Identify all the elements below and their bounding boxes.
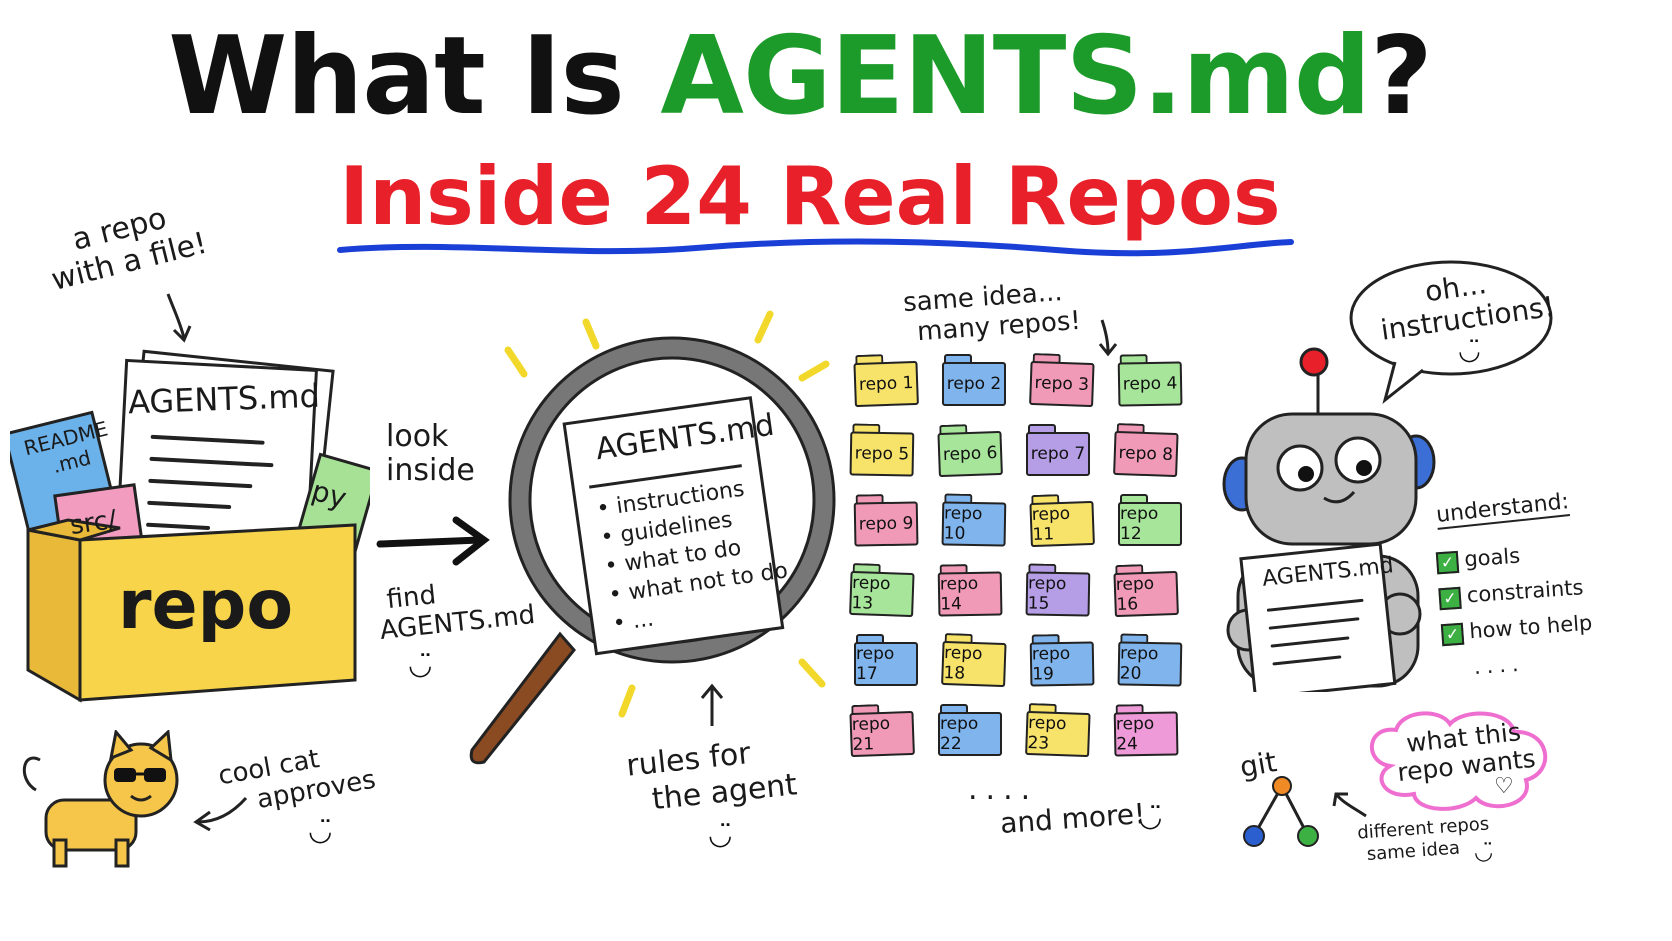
look-line-2: inside (386, 453, 475, 488)
repo-folder-label: repo 12 (1118, 502, 1182, 546)
checkbox-checked-icon: ✓ (1438, 586, 1462, 611)
box-label: repo (118, 566, 294, 645)
repo-folder-label: repo 1 (853, 360, 919, 408)
magnifying-glass-icon (469, 310, 836, 765)
up-arrow-icon (700, 683, 724, 726)
small-arrow-icon (1332, 792, 1367, 818)
repo-folder-label: repo 11 (1029, 500, 1095, 548)
repos-dots: .... (968, 772, 1039, 807)
repo-folder-label: repo 9 (853, 501, 919, 547)
pink-cloud (1370, 711, 1548, 811)
repo-folder-label: repo 22 (938, 712, 1002, 756)
look-inside-note: look inside (386, 420, 475, 488)
repo-folder-label: repo 18 (941, 640, 1007, 688)
repo-folder: repo 21 (849, 703, 915, 758)
title-part-2: AGENTS.md (660, 14, 1371, 139)
repo-folder-label: repo 15 (1025, 571, 1091, 617)
repo-folder: repo 12 (1118, 494, 1182, 546)
left-arrow-icon (193, 797, 248, 832)
repo-folder-label: repo 6 (937, 430, 1003, 478)
repo-folder-label: repo 16 (1113, 570, 1179, 618)
magnifier-doc-list: • instructions • guidelines • what to do… (595, 470, 794, 639)
robot-illustration (1222, 347, 1436, 692)
repo-folder: repo 9 (853, 493, 919, 547)
repo-folder: repo 14 (937, 563, 1003, 617)
checkbox-checked-icon: ✓ (1440, 622, 1465, 647)
repo-folder: repo 10 (941, 493, 1007, 547)
repo-folder: repo 23 (1025, 702, 1091, 758)
look-line-1: look (386, 419, 449, 454)
repo-folder: repo 6 (937, 423, 1003, 478)
repo-folder: repo 11 (1029, 493, 1095, 548)
repo-folder: repo 3 (1029, 352, 1095, 408)
repo-folder-label: repo 19 (1029, 641, 1095, 687)
repo-folder-label: repo 10 (941, 501, 1007, 547)
file-agents-label: AGENTS.md (127, 376, 321, 422)
repo-folder-grid: repo 1 repo 2 repo 3 repo 4 repo 5 repo 6 repo… (849, 352, 1212, 774)
speech-bubble (1349, 260, 1553, 404)
repo-folder-label: repo 7 (1026, 432, 1090, 476)
rules-smiley-icon: ◡̈ (708, 818, 733, 851)
repos-down-arrow-icon (1098, 319, 1118, 357)
repo-folder-label: repo 24 (1113, 711, 1179, 757)
repo-folder: repo 4 (1117, 353, 1183, 407)
git-branch-icon (1243, 776, 1319, 847)
cool-cat-icon (22, 730, 179, 868)
understand-label: understand: (1434, 489, 1571, 530)
repo-folder: repo 16 (1113, 563, 1179, 618)
right-arrow-icon (376, 516, 490, 566)
main-title: What Is AGENTS.md? (0, 14, 1600, 139)
repo-folder: repo 20 (1117, 633, 1183, 687)
title-part-1: What Is (168, 14, 661, 139)
repo-folder: repo 5 (849, 423, 915, 477)
repo-folder-label: repo 4 (1117, 361, 1183, 407)
repo-folder-label: repo 2 (942, 362, 1006, 406)
repo-folder-label: repo 20 (1117, 641, 1183, 687)
repo-folder: repo 18 (941, 632, 1007, 688)
blue-wavy-underline (337, 238, 1294, 257)
understand-checklist: ✓goals ✓constraints ✓how to help .... (1435, 533, 1596, 687)
cat-smiley-icon: ◡̈ (308, 814, 333, 847)
repo-folder-label: repo 3 (1029, 360, 1095, 408)
repo-folder-label: repo 23 (1025, 710, 1091, 758)
repo-folder-label: repo 5 (849, 431, 915, 477)
repo-note: a repo with a file! (40, 194, 211, 298)
bubble-smiley-icon: ◡̈ (1458, 336, 1481, 366)
repo-folder: repo 7 (1026, 424, 1090, 476)
more-smiley-icon: ◡̈ (1138, 800, 1163, 833)
repo-box-illustration (10, 349, 370, 703)
checkbox-checked-icon: ✓ (1435, 550, 1460, 575)
down-arrow-icon (166, 293, 192, 343)
repo-folder: repo 24 (1113, 703, 1179, 757)
repo-folder: repo 22 (938, 704, 1002, 756)
repo-folder: repo 8 (1113, 422, 1179, 478)
repo-folder: repo 1 (853, 353, 919, 408)
repo-folder-label: repo 14 (937, 571, 1003, 617)
repo-folder: repo 2 (942, 354, 1006, 406)
subtitle: Inside 24 Real Repos (339, 150, 1281, 243)
repo-folder-label: repo 21 (849, 710, 915, 758)
repos-note: same idea... many repos! (902, 276, 1082, 348)
repo-folder-label: repo 8 (1113, 430, 1179, 478)
different-repos-note: different repos same idea (1357, 813, 1492, 866)
smiley-icon: ◡̈ (408, 648, 433, 681)
repo-folder: repo 17 (854, 634, 918, 686)
title-part-3: ? (1370, 14, 1433, 139)
diff-smiley-icon: ◡̈ (1474, 840, 1494, 865)
repo-folder: repo 19 (1029, 633, 1095, 687)
repo-folder: repo 15 (1025, 563, 1091, 617)
repo-folder-label: repo 17 (854, 642, 918, 686)
heart-icon: ♡ (1494, 774, 1514, 799)
repo-folder-label: repo 13 (849, 570, 915, 618)
repo-folder: repo 13 (849, 562, 915, 618)
